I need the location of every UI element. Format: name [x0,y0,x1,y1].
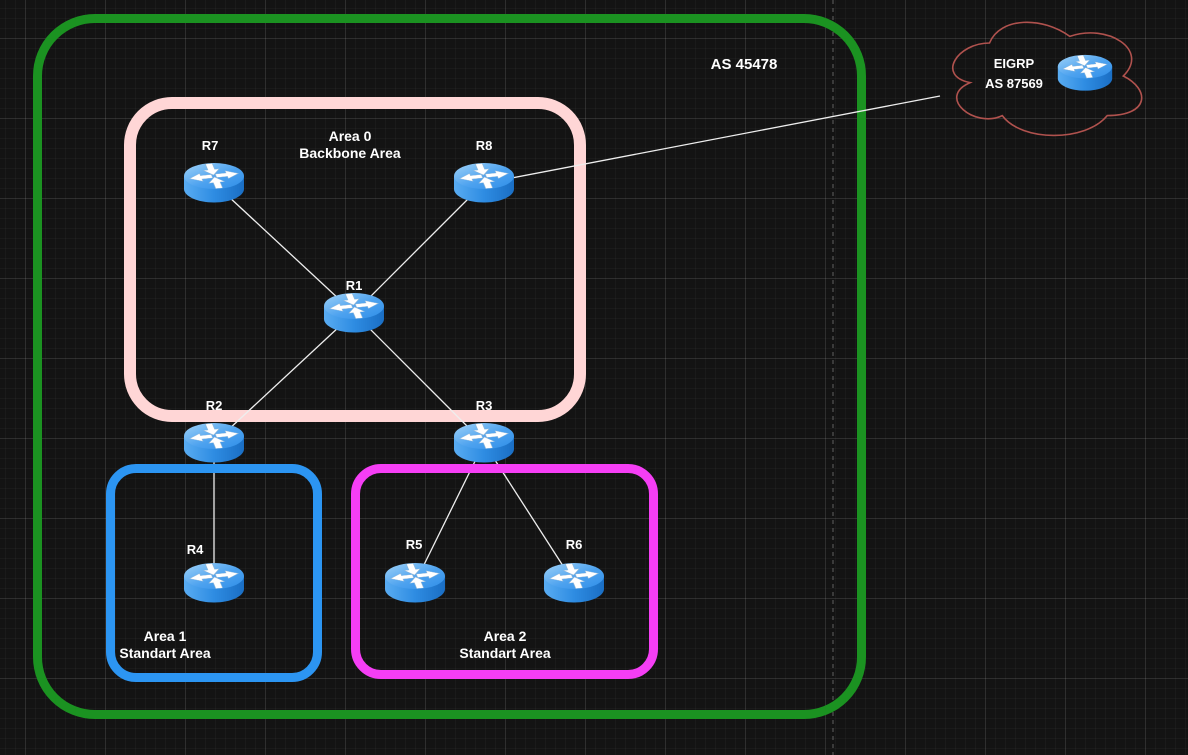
area2-label: Area 2 Standart Area [459,628,550,662]
router-node-r5[interactable] [383,560,447,606]
router-icon [384,560,446,603]
area2-standard-box[interactable] [351,464,658,679]
eigrp-cloud-shape[interactable] [952,21,1143,137]
router-node-r7[interactable] [182,160,246,206]
link-r8-r1[interactable] [353,182,485,314]
router-label-r2: R2 [205,398,223,413]
router-label-r7: R7 [201,138,219,153]
router-icon [183,420,245,463]
area0-label-line1: Area 0 [328,128,372,144]
router-icon [183,560,245,603]
router-icon [543,560,605,603]
area0-label: Area 0 Backbone Area [299,128,400,162]
router-label-r3: R3 [475,398,493,413]
router-label-r1: R1 [345,278,363,293]
router-label-r6: R6 [565,537,583,552]
area1-label: Area 1 Standart Area [119,628,210,662]
link-r1-r3[interactable] [353,312,485,444]
router-label-r4: R4 [186,542,204,557]
router-node-r1[interactable] [322,290,386,336]
router-node-r2[interactable] [182,420,246,466]
router-icon [1057,52,1113,91]
router-label-r8: R8 [475,138,493,153]
router-icon [453,160,515,203]
router-icon [323,290,385,333]
eigrp-cloud-label-line2: AS 87569 [985,76,1043,91]
router-node-r6[interactable] [542,560,606,606]
link-r7-r1[interactable] [213,182,355,314]
as-boundary-label: AS 45478 [710,56,778,73]
area1-label-line2: Standart Area [119,645,211,661]
router-node-r3[interactable] [452,420,516,466]
area2-label-line2: Standart Area [459,645,551,661]
as-boundary-box[interactable] [33,14,866,719]
router-node-r8[interactable] [452,160,516,206]
router-icon [453,420,515,463]
area1-label-line1: Area 1 [143,628,187,644]
router-node-r4[interactable] [182,560,246,606]
area0-label-line2: Backbone Area [299,145,401,161]
router-node-eigrp[interactable] [1056,52,1114,94]
area1-standard-box[interactable] [106,464,322,682]
router-icon [183,160,245,203]
link-r8-eigrp-cloud[interactable] [495,95,941,182]
link-r1-r2[interactable] [213,312,355,444]
router-label-r5: R5 [405,537,423,552]
eigrp-cloud-label: EIGRP AS 87569 [985,54,1043,94]
eigrp-cloud-label-line1: EIGRP [993,56,1035,71]
area2-label-line1: Area 2 [483,628,527,644]
